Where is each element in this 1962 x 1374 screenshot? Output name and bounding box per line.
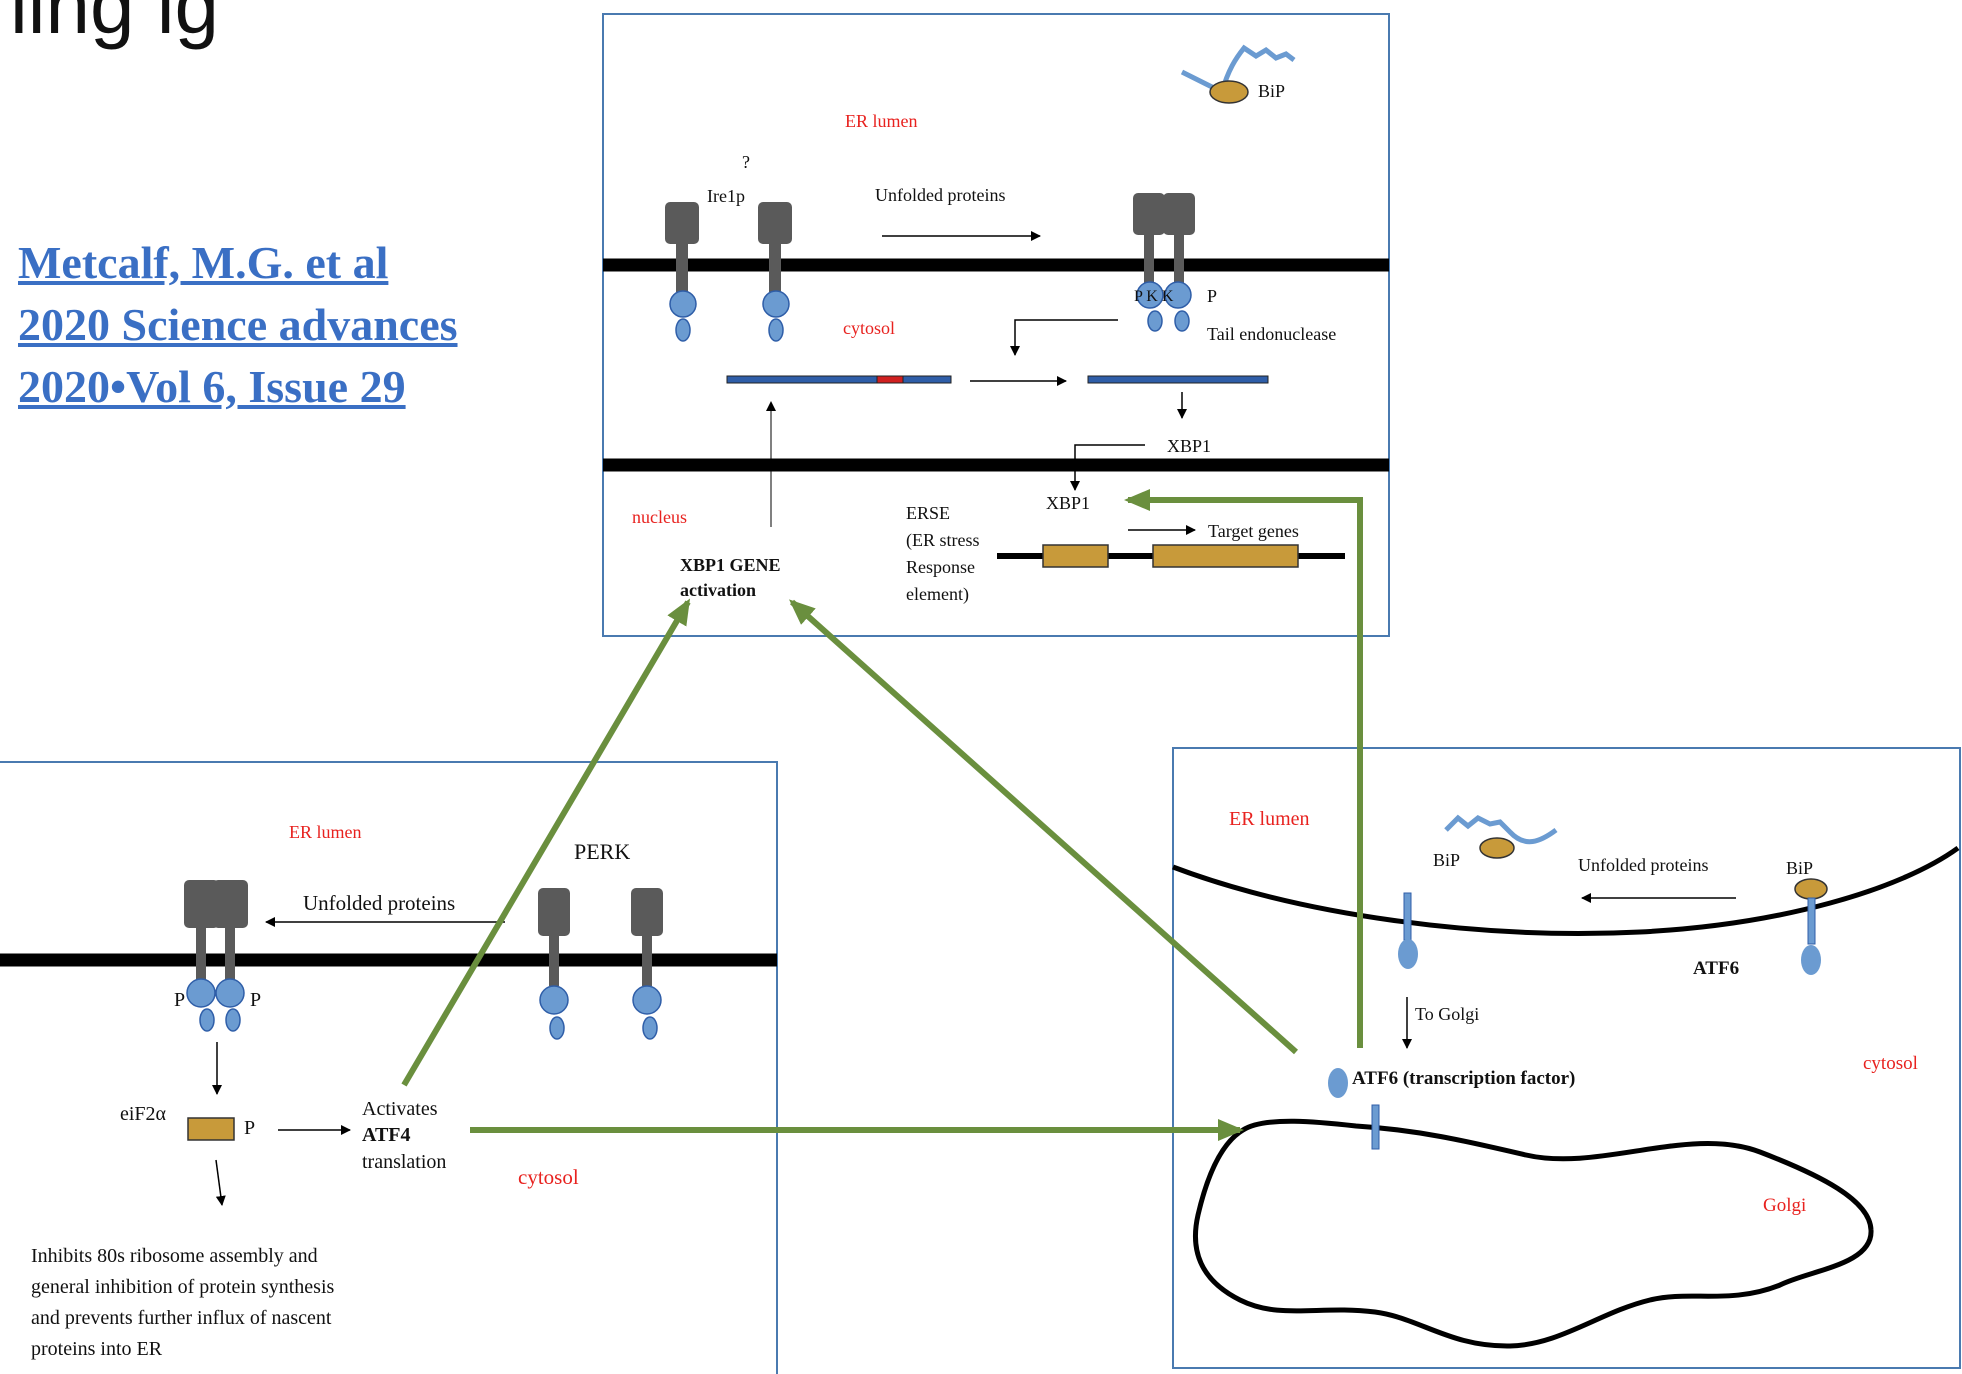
perk-monomer [631,888,663,1040]
perk-panel: ER lumen PERK Unfolded proteins P P [0,761,778,1374]
citation-line-3[interactable]: 2020•Vol 6, Issue 29 [18,361,406,412]
ire1p-dimer [1133,193,1195,332]
pkk-label: P K K [1134,288,1174,305]
ire1-p-label: P [1207,286,1217,306]
inhibits-line-2: general inhibition of protein synthesis [31,1276,334,1298]
perk-cytosol-label: cytosol [518,1165,579,1189]
ire1-panel: BiP ER lumen ? Ire1p Unfolded proteins [602,13,1390,637]
atf6-unfolded-label: Unfolded proteins [1578,855,1708,875]
nucleus-label: nucleus [632,507,687,527]
bip-chaperone [1444,814,1558,859]
atf6-er-membrane [1172,845,1960,936]
golgi-atf6 [1371,1104,1380,1150]
xbp1-import-arrow [1070,444,1145,491]
atf6-bip-left-label: BiP [1433,850,1460,870]
perk-dimer [184,880,248,1032]
inhibits-line-1: Inhibits 80s ribosome assembly and [31,1245,318,1267]
eif2a-block [187,1117,235,1141]
pathway-arrows [401,489,1363,1141]
atf6-to-xbp1-protein-arrow [1124,489,1363,1048]
bip-chaperone [1180,44,1296,104]
perk-unfolded-label: Unfolded proteins [303,891,455,915]
ire1-panel-border [602,13,1390,637]
target-gene-element [1152,544,1299,568]
intron-segment [876,375,904,384]
atf6-panel: ER lumen BiP Unfolded proteins BiP ATF6 … [1172,747,1961,1369]
atf4-to-xbp1-arrow [401,598,691,1087]
ire1p-label: Ire1p [707,186,745,206]
atf6-tf-label: ATF6 (transcription factor) [1352,1068,1575,1089]
target-genes-label: Target genes [1208,521,1299,541]
perk-p-left: P [174,989,185,1011]
eif2a-label: eiF2α [120,1103,167,1125]
activates-label: Activates [362,1098,438,1120]
perk-er-lumen-label: ER lumen [289,822,362,842]
question-mark: ? [742,152,750,172]
perk-label: PERK [574,839,630,864]
eif2a-p-label: P [244,1117,255,1139]
atf6-cytosol-label: cytosol [1863,1053,1918,1074]
erse-label-1: ERSE [906,503,950,523]
atf6-panel-border [1172,747,1961,1369]
atf6-bip-bound [1794,878,1828,975]
xbp1-cytosol-label: XBP1 [1167,436,1211,456]
unfolded-proteins-label: Unfolded proteins [875,185,1005,205]
heading-fragment: ling lg [10,0,220,50]
golgi-label: Golgi [1763,1195,1806,1216]
inhibition-arrow [215,1159,226,1206]
citation-line-2[interactable]: 2020 Science advances [18,299,458,350]
xbp1-mrna-spliced [1087,375,1269,384]
er-lumen-label: ER lumen [845,111,918,131]
xbp1-activation-label: activation [680,580,756,600]
bip-label: BiP [1258,81,1285,101]
perk-panel-border [0,761,778,1374]
xbp1-mrna-unspliced [726,375,952,384]
inhibits-line-3: and prevents further influx of nascent [31,1307,332,1329]
citation-line-1[interactable]: Metcalf, M.G. et al [18,237,389,288]
tail-endonuclease-label: Tail endonuclease [1207,324,1336,344]
inhibits-line-4: proteins into ER [31,1338,163,1360]
to-golgi-label: To Golgi [1415,1004,1479,1024]
perk-p-right: P [250,989,261,1011]
erse-element [1042,544,1109,568]
atf6-label: ATF6 [1693,958,1739,979]
erse-label-2: (ER stress [906,530,980,551]
cytosol-label: cytosol [843,318,895,338]
golgi-outline [1192,1118,1874,1349]
atf6-free [1398,892,1418,969]
atf6-bip-right-label: BiP [1786,858,1813,878]
ire1p-monomer [665,202,699,342]
ire1p-monomer [758,202,792,342]
atf6-cleaved [1328,1068,1348,1098]
perk-monomer [538,888,570,1040]
xbp1-gene-label: XBP1 GENE [680,555,781,575]
dna-strand [997,544,1345,568]
translation-label: translation [362,1151,446,1173]
atf6-er-lumen-label: ER lumen [1229,808,1310,830]
atf6-to-xbp1-gene-arrow [789,599,1298,1055]
erse-label-3: Response [906,557,975,577]
atf4-label: ATF4 [362,1124,411,1146]
xbp1-nucleus-label: XBP1 [1046,493,1090,513]
splicing-arrow [1010,319,1118,356]
erse-label-4: element) [906,584,969,605]
